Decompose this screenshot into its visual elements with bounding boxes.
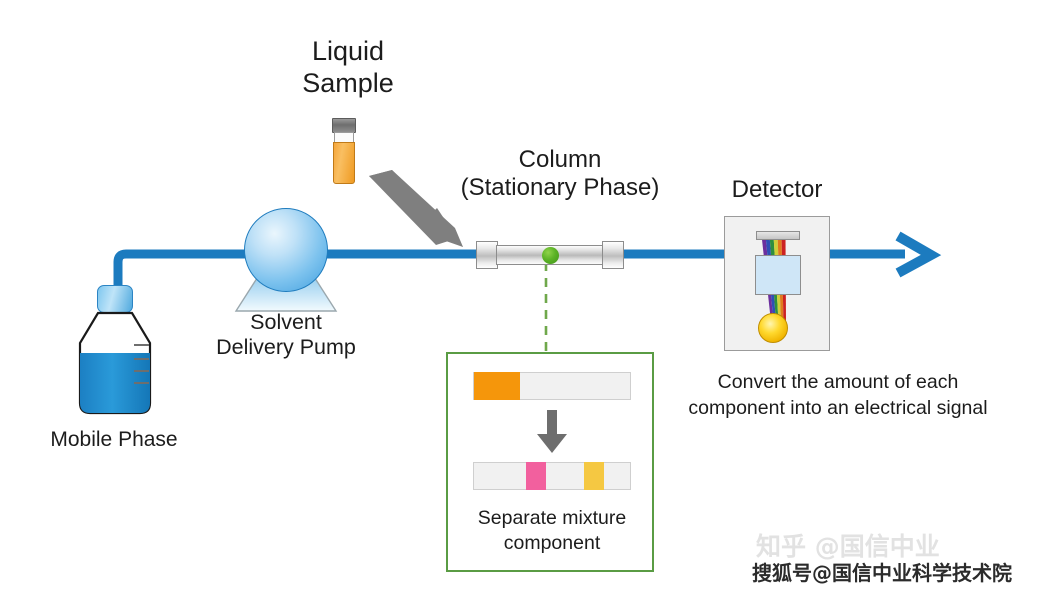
component-band-pink <box>526 462 546 490</box>
solvent-delivery-pump-label: Solvent Delivery Pump <box>216 310 356 360</box>
detector-module <box>724 216 830 351</box>
liquid-sample-label: Liquid Sample <box>302 36 394 98</box>
detector-lamp-icon <box>758 313 788 343</box>
bottle-cap <box>97 285 133 313</box>
column-fitting-left <box>476 241 498 269</box>
column-label: Column (Stationary Phase) <box>460 146 660 202</box>
bottle-body <box>78 311 152 415</box>
column-sample-dot <box>542 247 559 264</box>
column-fitting-right <box>602 241 624 269</box>
flow-arrowhead-icon <box>895 231 942 278</box>
component-band-yellow <box>584 462 604 490</box>
detector-caption: Convert the amount of each component int… <box>688 371 988 419</box>
mobile-phase-label: Mobile Phase <box>50 428 178 451</box>
vial-liquid <box>333 142 355 184</box>
detector-label: Detector <box>731 176 823 203</box>
detector-sensor-strip <box>756 231 800 240</box>
bottle-graduations <box>134 344 149 384</box>
pump-head <box>244 208 328 292</box>
vial-cap <box>332 118 356 133</box>
watermark-sohu: 搜狐号@国信中业科学技术院 <box>752 561 1012 585</box>
chromatography-column <box>476 238 624 272</box>
mixture-strip <box>473 372 631 400</box>
separation-caption: Separate mixture component <box>477 507 627 555</box>
sample-vial-icon <box>330 118 358 184</box>
watermark-zhihu: 知乎 @国信中业 <box>756 532 940 561</box>
separation-down-arrow-icon <box>537 410 567 453</box>
separated-strip <box>473 462 631 490</box>
mixture-band <box>474 372 520 400</box>
separation-detail-box: Separate mixture component <box>446 352 654 572</box>
solvent-delivery-pump <box>232 208 340 313</box>
mobile-phase-bottle <box>72 285 158 415</box>
detector-flow-cell <box>755 255 801 295</box>
